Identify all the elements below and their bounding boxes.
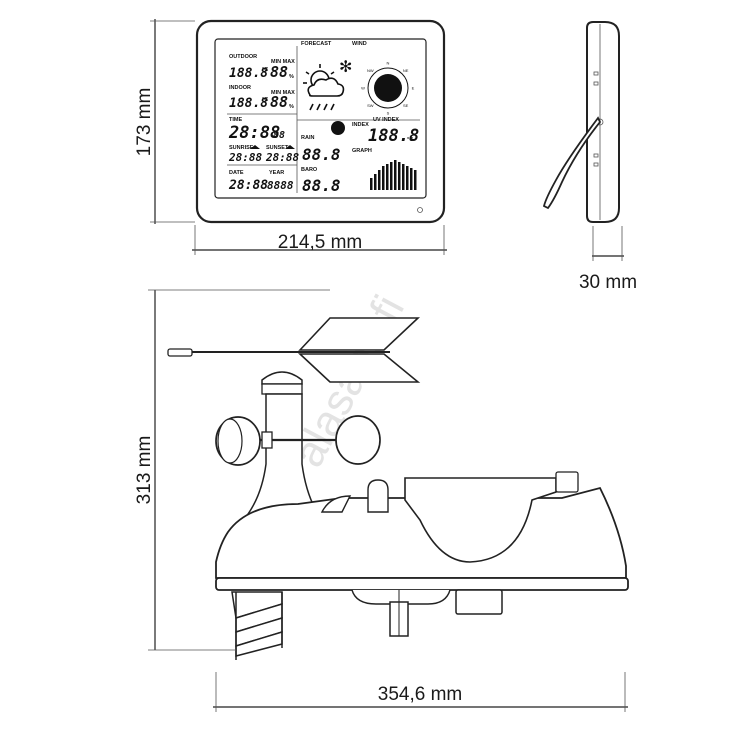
console-front-view: OUTDOOR MIN MAX 188.8 88 °C % INDOOR MIN…: [195, 19, 446, 224]
console-height-label: 173 mm: [134, 88, 155, 157]
console-dimensions: 214,5 mm 173 mm: [134, 19, 447, 255]
label-sunrise: SUNRISE: [229, 145, 254, 151]
time-digits: 28:88: [228, 123, 280, 143]
cloud-icon: [307, 77, 345, 97]
label-year: YEAR: [269, 170, 284, 176]
rain-digits: 88.8: [302, 145, 341, 164]
label-rain: RAIN: [301, 135, 314, 141]
label-minmax-outdoor: MIN MAX: [271, 59, 295, 65]
graph-bar: [378, 170, 381, 190]
indoor-temp-digits: 188.8: [229, 96, 268, 111]
wind-vane-upper-fin: [298, 317, 421, 351]
compass-label-n: N: [387, 61, 390, 66]
side-button-1: [593, 71, 599, 76]
side-button-3: [593, 153, 599, 158]
graph-bar: [398, 162, 401, 190]
history-graph: [370, 160, 417, 190]
label-minmax-indoor: MIN MAX: [271, 90, 295, 96]
compass-label-se: SE: [403, 103, 409, 108]
graph-bar: [386, 164, 389, 190]
outdoor-temp-digits: 188.8: [229, 66, 268, 81]
outdoor-hum-digits: 88: [270, 63, 288, 81]
graph-bar: [402, 164, 405, 190]
rain-gauge-icon: [331, 121, 345, 135]
indoor-unit-c: °C: [262, 97, 268, 103]
console-depth-dimension: 30 mm: [579, 226, 637, 293]
graph-bar: [394, 160, 397, 190]
rain-collector-box: [555, 471, 579, 493]
outdoor-sensor-view: [167, 317, 629, 660]
compass-rose: N NE E SE S SW W NW: [361, 61, 415, 116]
label-index: INDEX: [352, 122, 369, 128]
compass-label-sw: SW: [367, 103, 374, 108]
label-baro: BARO: [301, 167, 318, 173]
graph-bar: [382, 166, 385, 190]
graph-bar: [410, 168, 413, 190]
baro-digits: 88.8: [302, 176, 341, 195]
index-unit-c: °C: [407, 137, 413, 143]
label-indoor: INDOOR: [229, 85, 251, 91]
graph-bar: [406, 166, 409, 190]
date-digits: 28:88: [228, 178, 268, 193]
sunrise-icon: [250, 145, 260, 149]
indoor-unit-pct: %: [289, 104, 294, 110]
snowflake-icon: ✻: [339, 57, 352, 76]
label-date: DATE: [229, 170, 244, 176]
radiation-shield: [231, 591, 283, 660]
anemometer-hub: [261, 431, 273, 449]
rain-funnel: [404, 477, 557, 563]
wind-vane-lower-fin: [297, 353, 421, 383]
console-led: [417, 207, 423, 213]
compass-label-e: E: [412, 86, 415, 91]
console-side-view: [542, 21, 620, 223]
time-seconds-digits: 88: [273, 130, 285, 141]
compass-label-w: W: [361, 86, 365, 91]
index-digits: 188.8: [368, 126, 419, 146]
anemometer-cup-right: [335, 415, 381, 465]
antenna-tip: [167, 348, 193, 357]
battery-compartment: [455, 589, 503, 615]
graph-bar: [390, 162, 393, 190]
bubble-level: [320, 495, 352, 513]
console-depth-label: 30 mm: [579, 272, 637, 293]
label-time: TIME: [229, 117, 242, 123]
label-sunset: SUNSET: [266, 145, 289, 151]
rain-icon: [309, 103, 335, 111]
label-outdoor: OUTDOOR: [229, 54, 257, 60]
side-button-2: [593, 81, 599, 86]
mast-cap: [261, 371, 303, 385]
outdoor-unit-c: °C: [262, 67, 268, 73]
uv-sensor-dome: [367, 479, 389, 513]
sensor-base-rim: [215, 577, 629, 591]
indoor-hum-digits: 88: [270, 93, 288, 111]
console-stand: [542, 116, 602, 210]
side-button-4: [593, 162, 599, 167]
label-graph: GRAPH: [352, 148, 372, 154]
sensor-height-label: 313 mm: [134, 436, 155, 505]
graph-bar: [414, 170, 417, 190]
sunset-digits: 28:88: [265, 151, 299, 164]
label-wind: WIND: [352, 41, 367, 47]
console-width-label: 214,5 mm: [278, 232, 362, 253]
outdoor-unit-pct: %: [289, 74, 294, 80]
compass-label-s: S: [387, 111, 390, 116]
label-forecast: FORECAST: [301, 41, 332, 47]
sunset-icon: [285, 145, 295, 149]
mast-collar: [261, 383, 303, 395]
sensor-dimensions: 313 mm 354,6 mm: [134, 289, 628, 712]
compass-label-nw: NW: [367, 68, 374, 73]
compass-label-ne: NE: [403, 68, 409, 73]
anemometer-cup-left-rim: [217, 418, 243, 464]
label-uv-index: UV INDEX: [373, 117, 399, 123]
graph-bar: [370, 178, 373, 190]
year-digits: 8888: [267, 179, 294, 192]
graph-bar: [374, 174, 377, 190]
sensor-width-label: 354,6 mm: [378, 684, 462, 705]
sunrise-digits: 28:88: [228, 151, 262, 164]
anemometer: [215, 415, 381, 466]
